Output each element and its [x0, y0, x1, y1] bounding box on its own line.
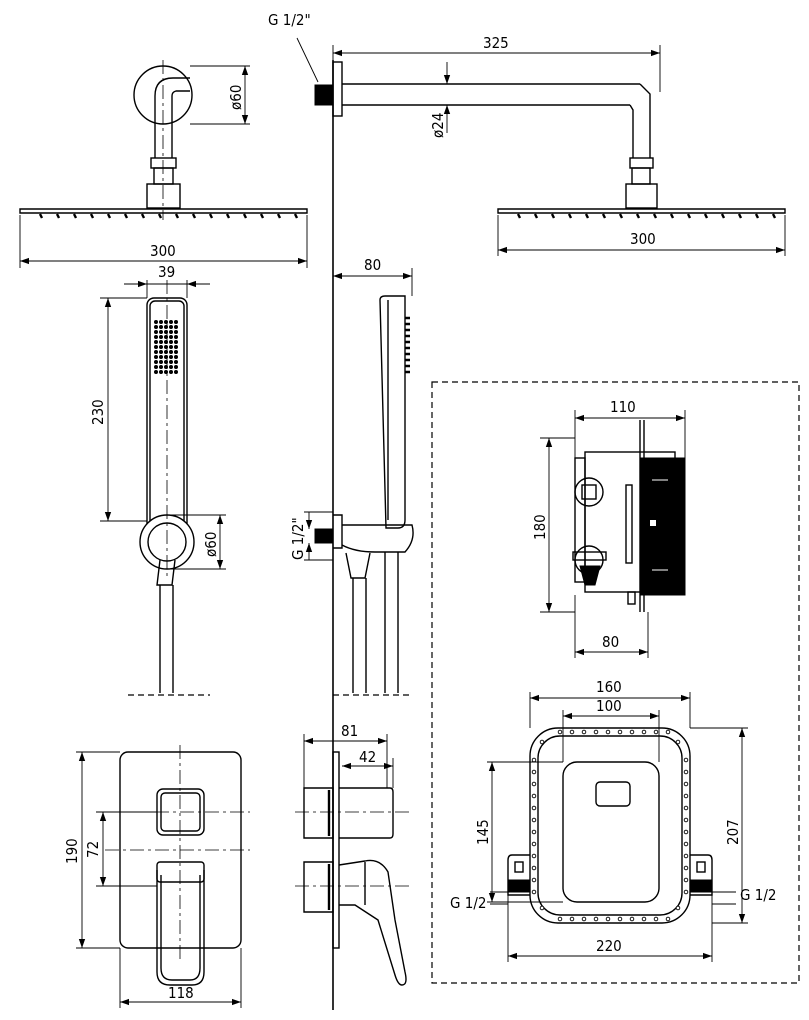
hand-shower-depth-label: 80: [364, 256, 381, 274]
hand-shower-side-view: 80 G 1/2": [289, 256, 414, 696]
head-width-front-label: 300: [150, 242, 176, 260]
box-perforation: [531, 729, 689, 922]
nozzle-row-side: [516, 213, 777, 219]
handle-width-label: 39: [158, 263, 175, 281]
box-total-width-label: 220: [596, 937, 622, 955]
box-thread-right-label: G 1/2: [740, 886, 776, 904]
concealed-box-front: 160 100 145 207 220 G 1: [450, 678, 776, 962]
arm-length-label: 325: [483, 34, 509, 52]
trim-plate-side-view: 81 42: [295, 722, 410, 986]
nozzle-row-front: [38, 213, 299, 219]
box-inner-plate: [562, 761, 660, 903]
dashed-frame: [431, 381, 800, 984]
hand-shower-front-view: 39 230 ø60: [89, 263, 226, 696]
holder-thread-label: G 1/2": [289, 517, 307, 560]
trim-height-label: 190: [63, 838, 81, 864]
concealed-box-panel: 110 180 80: [431, 381, 800, 984]
shower-arm-side-view: G 1/2" 325 ø24 300: [268, 11, 786, 256]
box-outer-width-label: 160: [596, 678, 622, 696]
trim-projection-label: 81: [341, 722, 358, 740]
side-nozzles: [405, 316, 410, 374]
concealed-box-side: 110 180 80: [531, 398, 686, 658]
spray-dot-grid: [154, 320, 178, 374]
arm-diameter-label: ø24: [429, 113, 447, 138]
knob-spacing-label: 72: [84, 841, 102, 858]
box-depth-overall-label: 110: [610, 398, 636, 416]
box-body-depth-label: 80: [602, 633, 619, 651]
arm-thread-stub: [314, 84, 334, 106]
trim-width-label: 118: [168, 984, 194, 1002]
box-height-left-label: 145: [474, 819, 492, 845]
head-width-side-label: 300: [630, 230, 656, 248]
box-height-label: 180: [531, 514, 549, 540]
knob-projection-label: 42: [359, 748, 376, 766]
box-height-right-label: 207: [724, 819, 742, 845]
shower-head-front-view: ø60 300: [19, 60, 308, 268]
box-cover-plate: [639, 457, 686, 596]
hand-shower-length-label: 230: [89, 399, 107, 425]
flange-diameter-label: ø60: [227, 85, 245, 110]
holder-thread-stub: [314, 528, 334, 544]
box-thread-left-label: G 1/2: [450, 894, 486, 912]
arm-thread-label: G 1/2": [268, 11, 311, 29]
box-inner-width-label: 100: [596, 697, 622, 715]
box-outer-frame: [529, 727, 691, 924]
holder-diameter-label: ø60: [202, 532, 220, 557]
trim-plate-front-view: 190 72 118: [63, 745, 250, 1008]
